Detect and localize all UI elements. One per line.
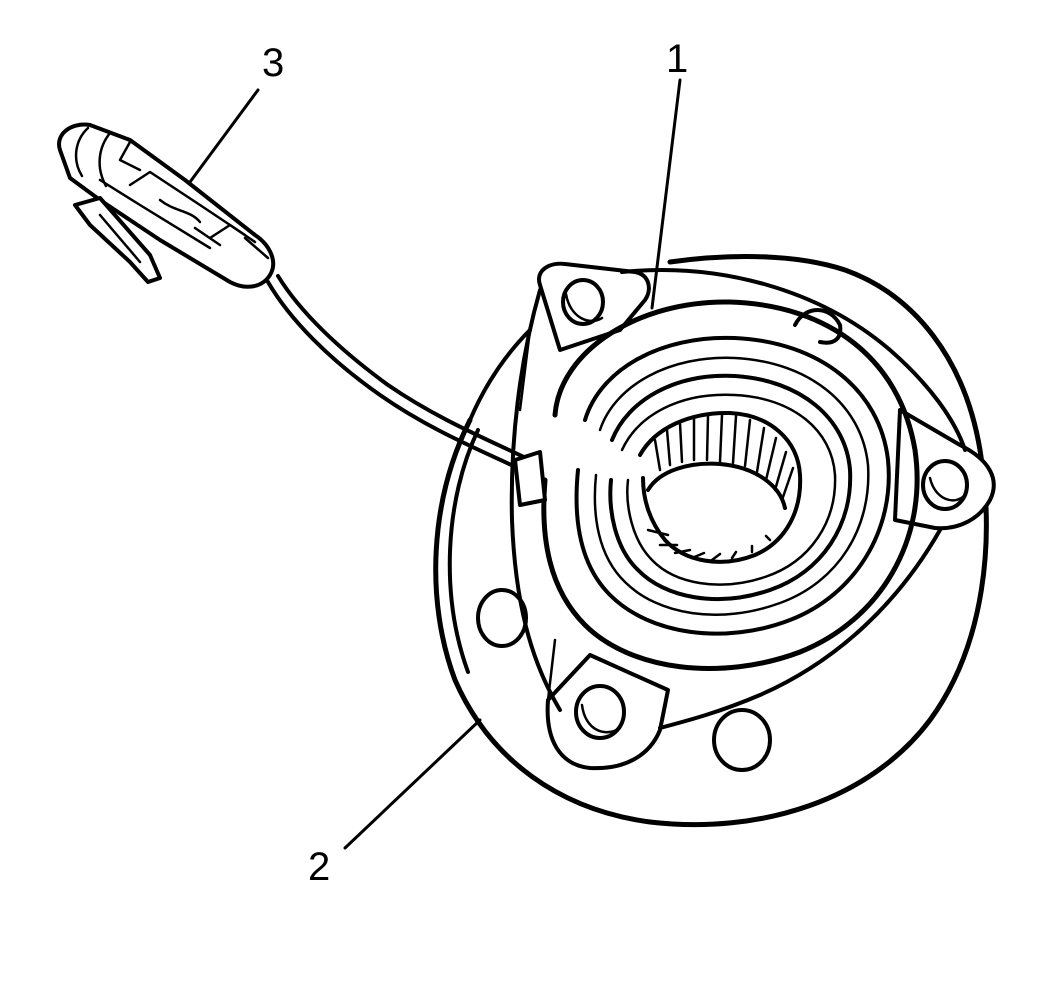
splined-bore <box>638 410 803 564</box>
leader-lines <box>188 78 682 850</box>
stud-hole <box>712 708 772 772</box>
stud-hole <box>793 308 843 345</box>
hub-flange <box>433 254 989 828</box>
callout-labels: 1 2 3 <box>262 37 688 889</box>
callout-2: 2 <box>308 845 330 889</box>
mount-bolt-hole <box>574 684 626 740</box>
flange-stud-holes <box>476 308 843 772</box>
leader-line-2 <box>343 718 482 850</box>
stud-hole <box>476 588 528 648</box>
sensor-connector <box>57 122 276 289</box>
mount-bolt-hole <box>921 459 969 511</box>
callout-1: 1 <box>666 37 688 81</box>
bearing-mount-flange <box>509 261 996 771</box>
leader-line-1 <box>650 78 682 310</box>
sensor-wire <box>266 274 547 507</box>
sensor-grommet <box>513 450 547 507</box>
mount-bolt-hole <box>561 278 605 326</box>
leader-line-3 <box>188 88 260 184</box>
callout-3: 3 <box>262 41 284 85</box>
bearing-body <box>541 299 920 672</box>
